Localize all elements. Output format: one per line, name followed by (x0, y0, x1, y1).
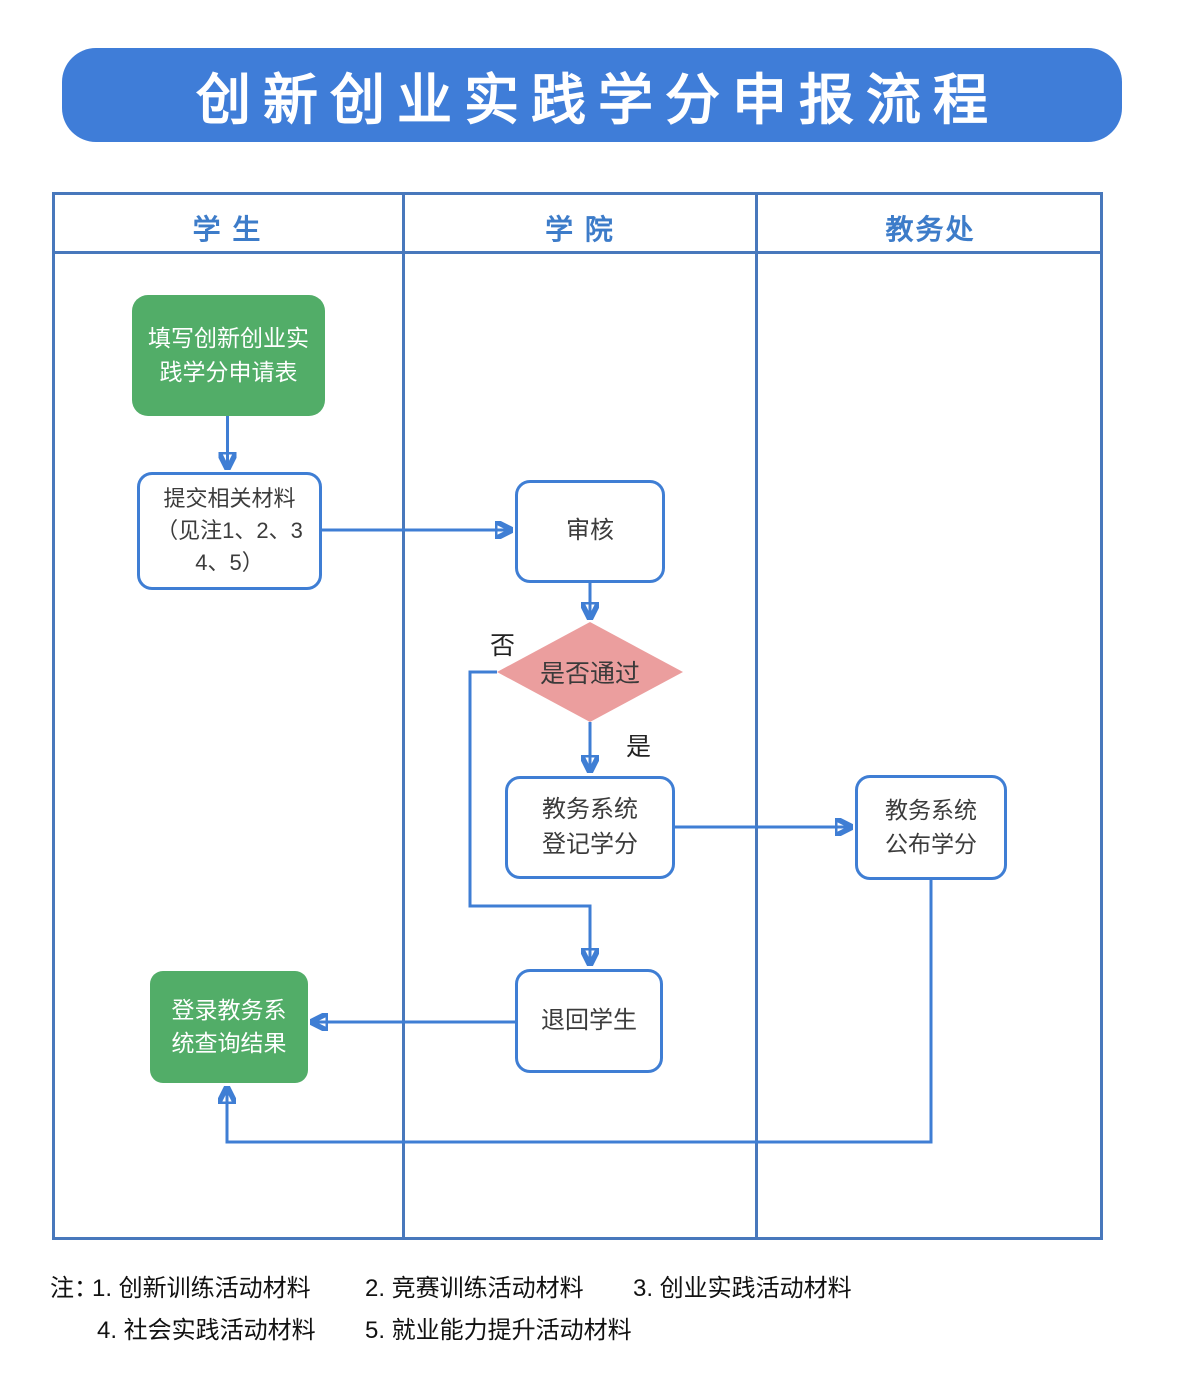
branch-label-no: 否 (490, 632, 516, 660)
node-query-results: 登录教务系 统查询结果 (150, 971, 308, 1083)
lane-header-student: 学 生 (192, 214, 263, 245)
node-decision-pass-label: 是否通过 (539, 660, 640, 688)
notes-prefix: 注： (50, 1275, 98, 1302)
note-item-4: 4. 社会实践活动材料 (97, 1317, 316, 1344)
note-item-5: 5. 就业能力提升活动材料 (365, 1317, 632, 1344)
node-return-to-student: 退回学生 (515, 969, 663, 1073)
node-register-credits: 教务系统 登记学分 (505, 776, 675, 879)
node-fill-application-form: 填写创新创业实 践学分申请表 (132, 295, 325, 416)
lane-header-college: 学 院 (545, 214, 615, 245)
note-item-3: 3. 创业实践活动材料 (633, 1275, 852, 1302)
lane-divider-college-office (755, 192, 758, 1240)
node-fill-application-form-label: 填写创新创业实 践学分申请表 (148, 325, 309, 385)
branch-label-yes: 是 (626, 733, 652, 761)
node-publish-credits: 教务系统 公布学分 (855, 775, 1007, 880)
node-publish-credits-label: 教务系统 公布学分 (885, 797, 977, 857)
lane-divider-student-college (402, 192, 405, 1240)
note-item-2: 2. 竞赛训练活动材料 (365, 1275, 584, 1302)
node-return-to-student-label: 退回学生 (541, 1006, 637, 1034)
page-title: 创新创业实践学分申报流程 (195, 70, 1000, 131)
note-item-1: 1. 创新训练活动材料 (92, 1275, 311, 1302)
node-register-credits-label: 教务系统 登记学分 (542, 795, 638, 858)
node-review: 审核 (515, 480, 665, 583)
title-banner: 创新创业实践学分申报流程 (62, 48, 1122, 142)
lane-header-separator (52, 251, 1103, 254)
node-submit-materials-label: 提交相关材料 （见注1、2、3 4、5） (156, 486, 303, 575)
node-review-label: 审核 (566, 517, 614, 545)
lane-header-academic-office: 教务处 (885, 214, 976, 245)
node-submit-materials: 提交相关材料 （见注1、2、3 4、5） (137, 472, 322, 590)
swimlane-table (52, 192, 1103, 1240)
node-query-results-label: 登录教务系 统查询结果 (171, 996, 287, 1056)
